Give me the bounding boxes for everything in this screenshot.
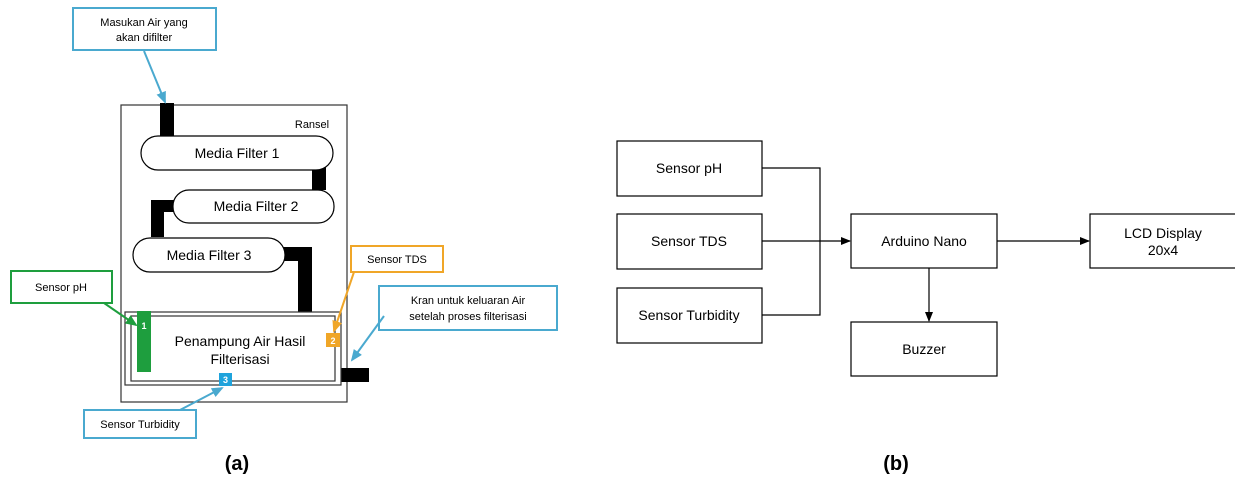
callout-input-line2: akan difilter (116, 32, 173, 44)
caption-a: (a) (225, 453, 249, 475)
block-sensor-ph-label: Sensor pH (656, 160, 722, 176)
line-ph-to-bus (762, 167, 821, 241)
diagram-b: Sensor pH Sensor TDS Sensor Turbidity Ar… (616, 140, 1235, 475)
block-sensor-tds-label: Sensor TDS (651, 233, 727, 249)
callout-turbidity-arrow (179, 387, 224, 411)
inlet-pipe (160, 103, 174, 137)
media-filter-2 (172, 189, 335, 224)
block-sensor-tds (616, 213, 763, 270)
ph-sensor-probe (137, 311, 151, 372)
block-arduino-nano-label: Arduino Nano (881, 233, 967, 249)
block-sensor-turbidity (616, 287, 763, 344)
callout-tap-line2: setelah proses filterisasi (409, 311, 526, 323)
line-turbidity-to-bus (762, 241, 821, 316)
tank-inner (130, 315, 336, 382)
block-sensor-turbidity-label: Sensor Turbidity (638, 307, 739, 323)
block-sensor-ph (616, 140, 763, 197)
ransel-label: Ransel (295, 119, 329, 131)
callout-input-box (72, 7, 217, 51)
tds-sensor-marker (326, 333, 340, 347)
media-filter-1-label: Media Filter 1 (195, 145, 280, 161)
media-filter-2-label: Media Filter 2 (214, 198, 299, 214)
callout-tap-arrow (350, 315, 385, 362)
callout-tap-line1: Kran untuk keluaran Air (411, 295, 526, 307)
block-lcd-label-line1: LCD Display (1124, 225, 1202, 241)
marker-2: 2 (330, 336, 335, 346)
callout-turbidity-label: Sensor Turbidity (100, 419, 180, 431)
tank-label-line2: Filterisasi (210, 351, 269, 367)
callout-tap-box (378, 285, 558, 331)
callout-input-arrow (143, 50, 166, 104)
outlet-tap (339, 368, 369, 382)
callout-tds-arrow (332, 271, 355, 333)
callout-input-line1: Masukan Air yang (100, 17, 187, 29)
callout-ph-label: Sensor pH (35, 282, 87, 294)
tank-label-line1: Penampung Air Hasil (175, 333, 306, 349)
callout-tds-box (350, 245, 444, 273)
marker-1: 1 (141, 321, 146, 331)
marker-3: 3 (223, 375, 228, 385)
block-buzzer-label: Buzzer (902, 341, 946, 357)
diagram-a: Ransel Media Filter 1 Media Filter 2 Med… (10, 7, 558, 475)
block-lcd-label-line2: 20x4 (1148, 242, 1179, 258)
pipe-filter3-to-tank (283, 247, 312, 312)
caption-b: (b) (883, 453, 909, 475)
media-filter-1 (140, 135, 334, 171)
media-filter-3-label: Media Filter 3 (167, 247, 252, 263)
callout-turbidity-box (83, 409, 197, 439)
block-lcd-display (1089, 213, 1235, 269)
turbidity-sensor-marker (219, 373, 232, 386)
callout-tds-label: Sensor TDS (367, 254, 427, 266)
media-filter-3 (132, 237, 286, 273)
callout-ph-box (10, 270, 113, 304)
block-buzzer (850, 321, 998, 377)
callout-ph-arrow (103, 302, 138, 327)
